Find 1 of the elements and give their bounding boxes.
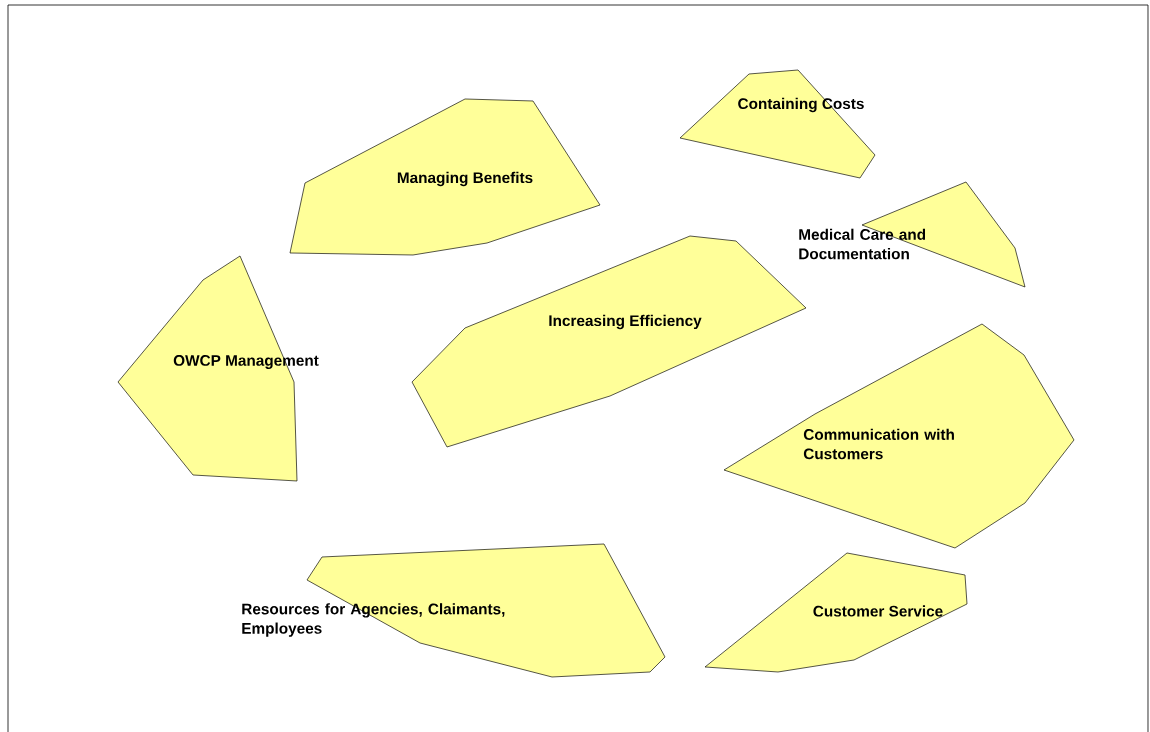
node-label: Employees — [242, 622, 322, 637]
